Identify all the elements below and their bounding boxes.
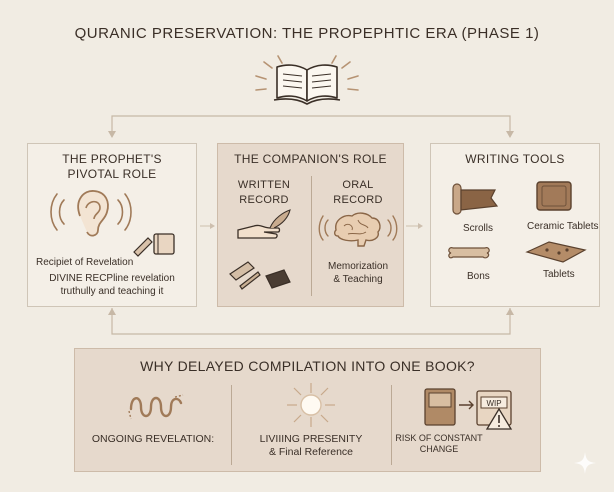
ceramic-tablet-icon: [536, 181, 572, 211]
oral-record-heading: ORAL RECORD: [333, 179, 383, 206]
written-record-heading: WRITTEN RECORD: [237, 179, 291, 206]
reason-ongoing-revelation: ONGOING REVELATION:: [91, 433, 215, 445]
reason-living-presence: LIVIIING PRESENITY & Final Reference: [259, 433, 363, 458]
prophet-label: Recipiet of Revelation: [36, 257, 134, 268]
scroll-icon: [452, 183, 499, 215]
book-icon: [153, 233, 175, 255]
tool-label-tablets: Tablets: [543, 269, 575, 280]
tool-label-scrolls: Scrolls: [463, 223, 494, 234]
sun-icon: [287, 383, 335, 427]
pen-icon: [133, 233, 175, 257]
tool-label-ceramic-tablets: Ceramic Tablets: [527, 221, 599, 232]
companions-heading: THE COMPANION'S ROLE: [234, 152, 387, 166]
companions-divider: [311, 176, 312, 296]
prophet-heading: THE PROPHET'S PIVOTAL ROLE: [62, 152, 162, 181]
sparkle-icon: [574, 452, 596, 474]
bone-icon: [448, 247, 490, 259]
prophet-description: DIVINE RECPline revelation truthully and…: [49, 273, 175, 297]
prophet-panel: THE PROPHET'S PIVOTAL ROLE Recipiet of R…: [27, 143, 197, 307]
companions-panel: THE COMPANION'S ROLE WRITTEN RECORD ORAL…: [217, 143, 404, 307]
tablet-icon: [525, 241, 587, 263]
wave-icon: [128, 394, 184, 420]
document-warning-icon: WIP: [424, 388, 513, 430]
brain-icon: [318, 212, 398, 247]
delayed-compilation-panel: WHY DELAYED COMPILATION INTO ONE BOOK? O…: [74, 348, 541, 472]
reason-risk-of-change: RISK OF CONSTANT CHANGE: [395, 433, 483, 454]
writing-tools-panel: WRITING TOOLS Scrolls Ceramic Tablets Bo…: [430, 143, 600, 307]
tool-label-bons: Bons: [467, 271, 490, 282]
book-icon: [265, 269, 291, 289]
writing-tools-heading: WRITING TOOLS: [465, 152, 565, 166]
ear-icon: [50, 190, 132, 237]
open-book-icon: [255, 55, 359, 105]
hand-quill-icon: [237, 209, 291, 239]
bottom-divider-2: [391, 385, 392, 465]
delayed-compilation-heading: WHY DELAYED COMPILATION INTO ONE BOOK?: [140, 358, 475, 374]
oral-description: Memorization & Teaching: [327, 261, 389, 285]
wip-badge: WIP: [486, 399, 501, 408]
page-title: QURANIC PRESERVATION: THE PROPEPHTIC ERA…: [74, 25, 540, 42]
tablets-icon: [229, 261, 291, 290]
bottom-divider-1: [231, 385, 232, 465]
